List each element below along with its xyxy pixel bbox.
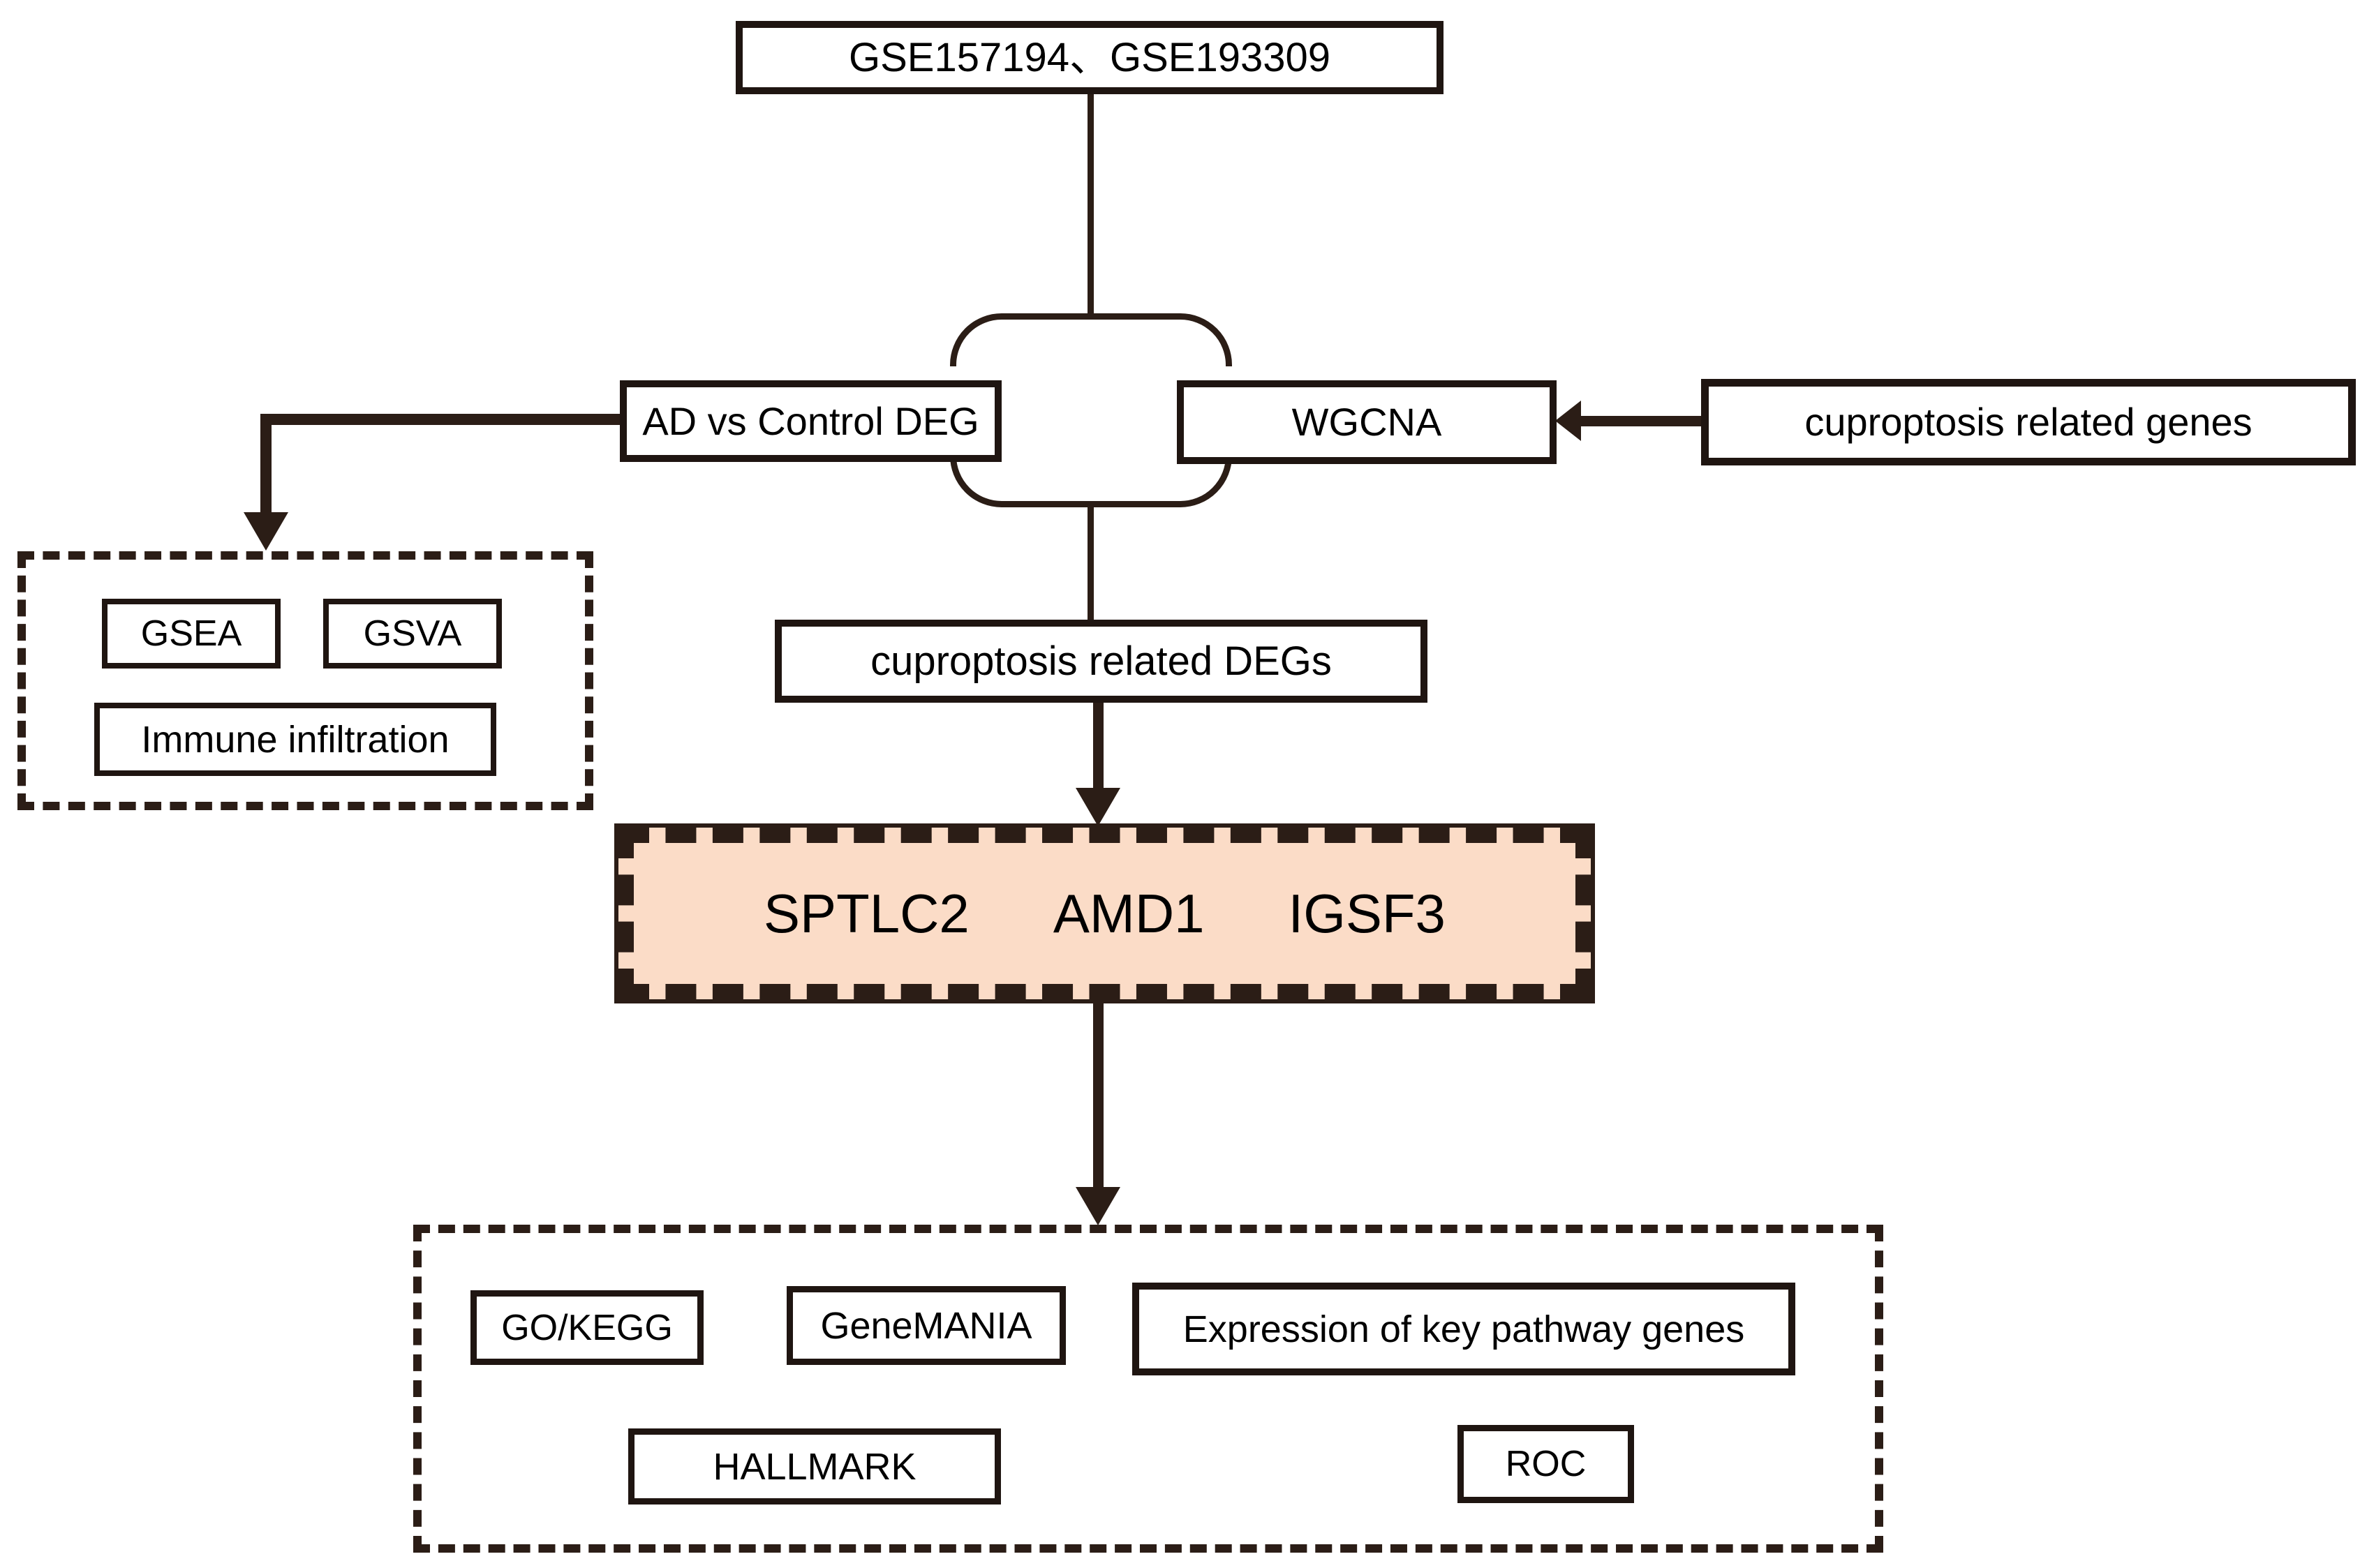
arrowhead-to-enrichment-group [244,512,288,551]
arrowhead-to-wgcna [1555,401,1581,441]
node-expression-of-key-pathway-genes: Expression of key pathway genes [1132,1283,1795,1375]
node-datasets: GSE157194、GSE193309 [736,21,1444,94]
branch-line-vertical [260,414,272,514]
node-roc: ROC [1457,1425,1634,1503]
arrowhead-to-genes [1076,788,1120,826]
node-gsea: GSEA [102,599,281,669]
enrichment-group: GSEA GSVA Immune infiltration [17,551,593,810]
node-gsva: GSVA [323,599,502,669]
node-hallmark: HALLMARK [628,1428,1001,1504]
branch-line-horizontal [260,414,623,425]
node-cuproptosis-related-genes: cuproptosis related genes [1701,379,2356,465]
gene-sptlc2: SPTLC2 [764,883,970,944]
gene-igsf3: IGSF3 [1288,883,1446,944]
downstream-group: GO/KEGG GeneMANIA Expression of key path… [413,1225,1883,1553]
node-genemania: GeneMANIA [787,1286,1066,1365]
node-wgcna: WGCNA [1177,380,1557,464]
arrow-genes-to-downstream-shaft [1093,1003,1104,1189]
key-genes-box-fill: SPTLC2 AMD1 IGSF3 [618,828,1591,999]
connector-merge-to-degs [1088,502,1094,622]
arrow-genes-to-wgcna-shaft [1578,416,1703,426]
node-immune-infiltration: Immune infiltration [94,703,496,776]
connector-datasets-to-merge [1088,91,1094,317]
node-go-kegg: GO/KEGG [470,1290,704,1365]
node-ad-vs-control-deg: AD vs Control DEG [620,380,1002,462]
arrowhead-to-downstream-group [1076,1187,1120,1225]
key-genes-box: SPTLC2 AMD1 IGSF3 [614,823,1595,1003]
arrow-degs-to-genes-shaft [1093,701,1104,790]
node-cuproptosis-related-degs: cuproptosis related DEGs [775,620,1427,703]
gene-amd1: AMD1 [1053,883,1205,944]
